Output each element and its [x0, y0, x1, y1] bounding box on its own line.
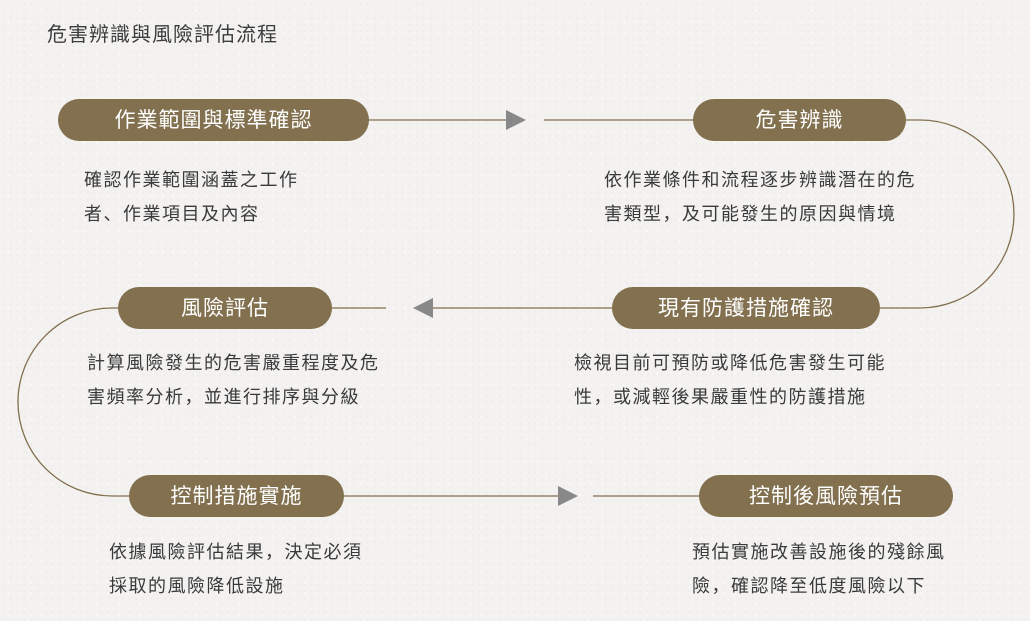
step-desc-control-implementation: 依據風險評估結果，決定必須 採取的風險降低設施 — [109, 542, 363, 597]
step-desc-existing-protection: 檢視目前可預防或降低危害發生可能 性，或減輕後果嚴重性的防護措施 — [574, 353, 886, 408]
arrow-right-icon — [558, 486, 578, 506]
connector-4-5-curve — [17, 307, 130, 497]
step-pill-control-implementation: 控制措施實施 — [129, 475, 344, 517]
step-pill-scope-confirmation: 作業範圍與標準確認 — [58, 99, 369, 141]
connector-2-3-curve — [880, 119, 1015, 309]
arrow-left-icon — [413, 298, 433, 318]
step-desc-hazard-identification: 依作業條件和流程逐步辨識潛在的危 害類型，及可能發生的原因與情境 — [604, 170, 916, 225]
step-desc-scope-confirmation: 確認作業範圍涵蓋之工作 者、作業項目及內容 — [84, 170, 299, 225]
step-pill-hazard-identification: 危害辨識 — [693, 99, 906, 141]
step-pill-residual-risk: 控制後風險預估 — [699, 475, 953, 517]
arrow-right-icon — [506, 110, 526, 130]
step-pill-risk-assessment: 風險評估 — [118, 287, 332, 329]
step-desc-residual-risk: 預估實施改善設施後的殘餘風 險，確認降至低度風險以下 — [692, 542, 946, 597]
step-desc-risk-assessment: 計算風險發生的危害嚴重程度及危 害頻率分析，並進行排序與分級 — [87, 353, 380, 408]
diagram-title: 危害辨識與風險評估流程 — [47, 22, 278, 46]
step-pill-existing-protection: 現有防護措施確認 — [612, 287, 880, 329]
